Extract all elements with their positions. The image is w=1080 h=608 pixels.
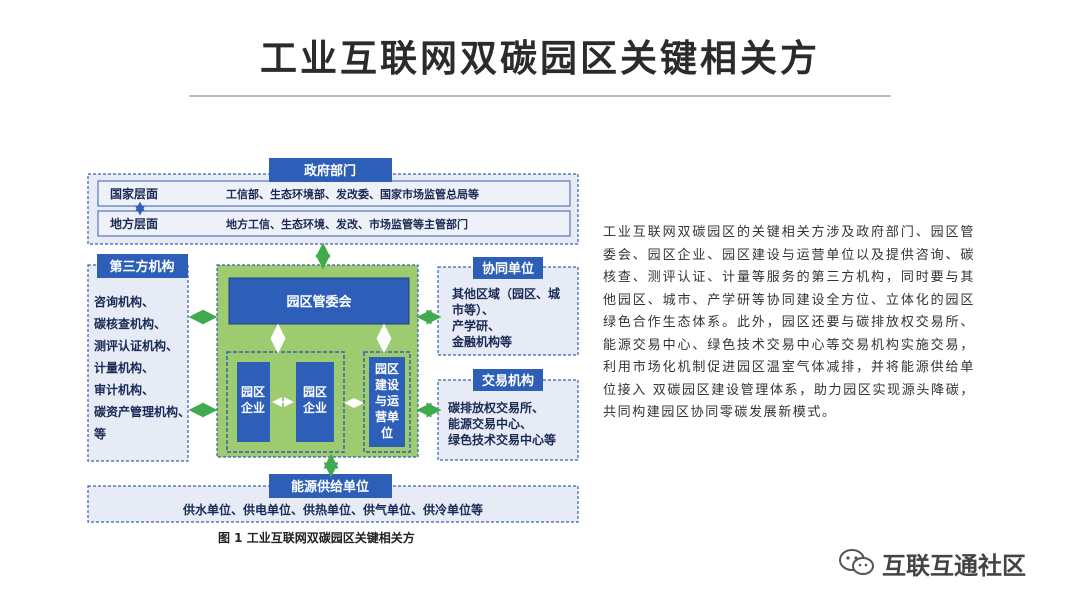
third-party-line: 计量机构、 (94, 360, 154, 375)
enterprise-2-label: 园区 (303, 385, 327, 399)
cooperation-line: 金融机构等 (451, 334, 512, 349)
third-party-panel: 第三方机构 咨询机构、 碳核查机构、 测评认证机构、 计量机构、 审计机构、 碳… (87, 254, 190, 462)
title-divider (189, 95, 891, 97)
enterprise-1-label: 企业 (240, 400, 265, 415)
cooperation-panel: 协同单位 其他区域（园区、城 市等）、 产学研、 金融机构等 (437, 257, 579, 356)
third-party-line: 碳资产管理机构、 (94, 404, 190, 419)
government-panel: 政府部门 国家层面 工信部、生态环境部、发改委、国家市场监管总局等 地方层面 地… (87, 158, 579, 245)
operator-label: 园区 (375, 362, 399, 376)
enterprise-group (226, 351, 345, 453)
trading-line: 绿色技术交易中心等 (448, 432, 556, 447)
third-party-line: 碳核查机构、 (94, 316, 166, 331)
trading-line: 碳排放权交易所、 (448, 400, 544, 415)
national-level-label: 国家层面 (110, 186, 158, 201)
energy-panel: 能源供给单位 供水单位、供电单位、供热单位、供气单位、供冷单位等 (87, 474, 579, 523)
government-header-box (269, 158, 392, 182)
operator-label: 位 (381, 425, 393, 440)
national-level-text: 工信部、生态环境部、发改委、国家市场监管总局等 (226, 187, 479, 201)
energy-text: 供水单位、供电单位、供热单位、供气单位、供冷单位等 (182, 502, 483, 517)
cooperation-line: 市等）、 (452, 302, 494, 317)
park-committee: 园区管委会 (286, 294, 352, 310)
third-party-line: 咨询机构、 (94, 294, 154, 309)
operator-label: 营单 (375, 409, 399, 424)
government-header: 政府部门 (304, 163, 356, 179)
trading-panel: 交易机构 碳排放权交易所、 能源交易中心、 绿色技术交易中心等 (437, 369, 579, 461)
enterprise-2-label: 企业 (302, 400, 327, 415)
park-panel: 园区管委会 园区 企业 园区 企业 园区 建设 与运 营单 位 (216, 264, 419, 458)
operator-label: 建设 (374, 377, 400, 392)
description-paragraph: 工业互联网双碳园区的关键相关方涉及政府部门、园区管委会、园区企业、园区建设与运营… (603, 225, 975, 420)
third-party-header: 第三方机构 (109, 259, 174, 275)
third-party-line: 审计机构、 (94, 382, 154, 397)
watermark-text: 互联互通社区 (882, 551, 1026, 580)
third-party-line: 测评认证机构、 (94, 338, 178, 353)
energy-header: 能源供给单位 (291, 479, 369, 495)
operator-label: 与运 (375, 394, 399, 408)
enterprise-1-label: 园区 (241, 385, 265, 399)
watermark: 互联互通社区 (838, 543, 1058, 583)
connector-arrows (188, 242, 442, 478)
local-level-label: 地方层面 (110, 216, 158, 231)
cooperation-line: 其他区域（园区、城 (452, 286, 560, 301)
trading-line: 能源交易中心、 (448, 416, 532, 431)
page-title: 工业互联网双碳园区关键相关方 (260, 37, 820, 80)
wechat-icon (839, 549, 874, 575)
local-level-text: 地方工信、生态环境、发改、市场监管等主管部门 (226, 217, 468, 231)
figure-caption: 图 1 工业互联网双碳园区关键相关方 (218, 531, 415, 545)
third-party-line: 等 (93, 426, 106, 441)
cooperation-header: 协同单位 (482, 261, 534, 277)
cooperation-line: 产学研、 (452, 318, 500, 333)
trading-header: 交易机构 (482, 373, 534, 389)
